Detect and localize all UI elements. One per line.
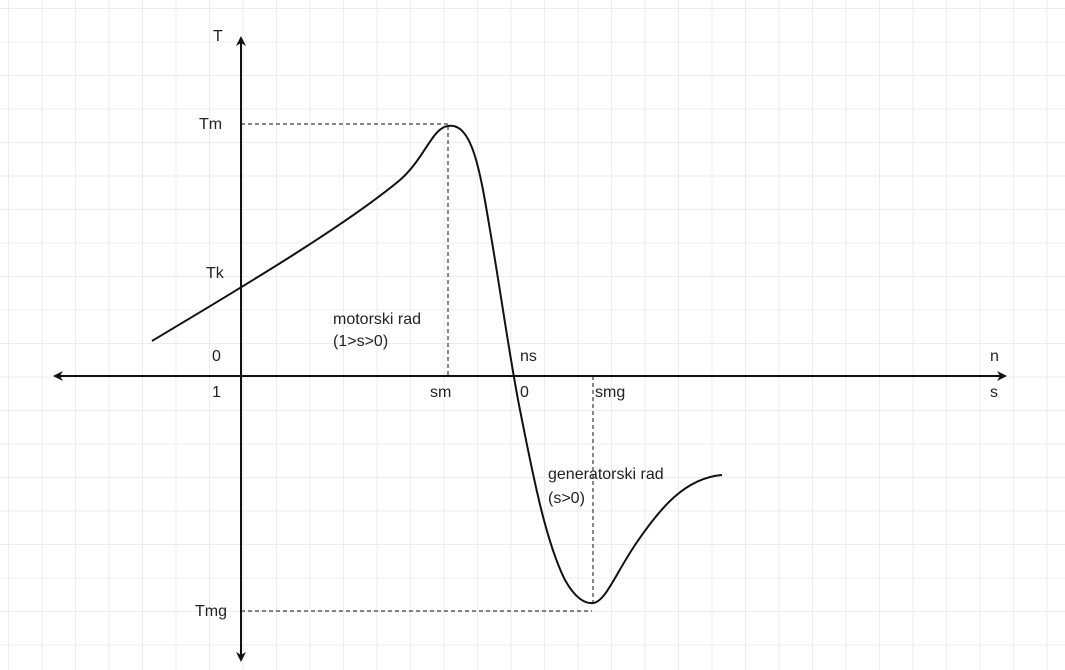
s-zero-label: 0 [520, 384, 529, 401]
t-axis-label: T [213, 28, 223, 45]
sm-label: sm [430, 384, 452, 401]
generator-annotation-line1: generatorski rad [548, 466, 664, 483]
tm-label: Tm [199, 116, 223, 133]
smg-label: smg [595, 384, 626, 401]
motor-annotation-line2: (1>s>0) [333, 333, 389, 350]
n-axis-label: n [990, 348, 999, 365]
torque-curve [151, 124, 723, 605]
motor-annotation-line1: motorski rad [333, 311, 422, 328]
generator-annotation-line2: (s>0) [548, 490, 585, 507]
ns-label: ns [520, 348, 537, 365]
tmg-label: Tmg [195, 603, 227, 620]
s-axis-label: s [990, 384, 998, 401]
origin-n-label: 0 [212, 348, 221, 365]
tk-label: Tk [206, 265, 224, 282]
origin-s-label: 1 [212, 384, 221, 401]
